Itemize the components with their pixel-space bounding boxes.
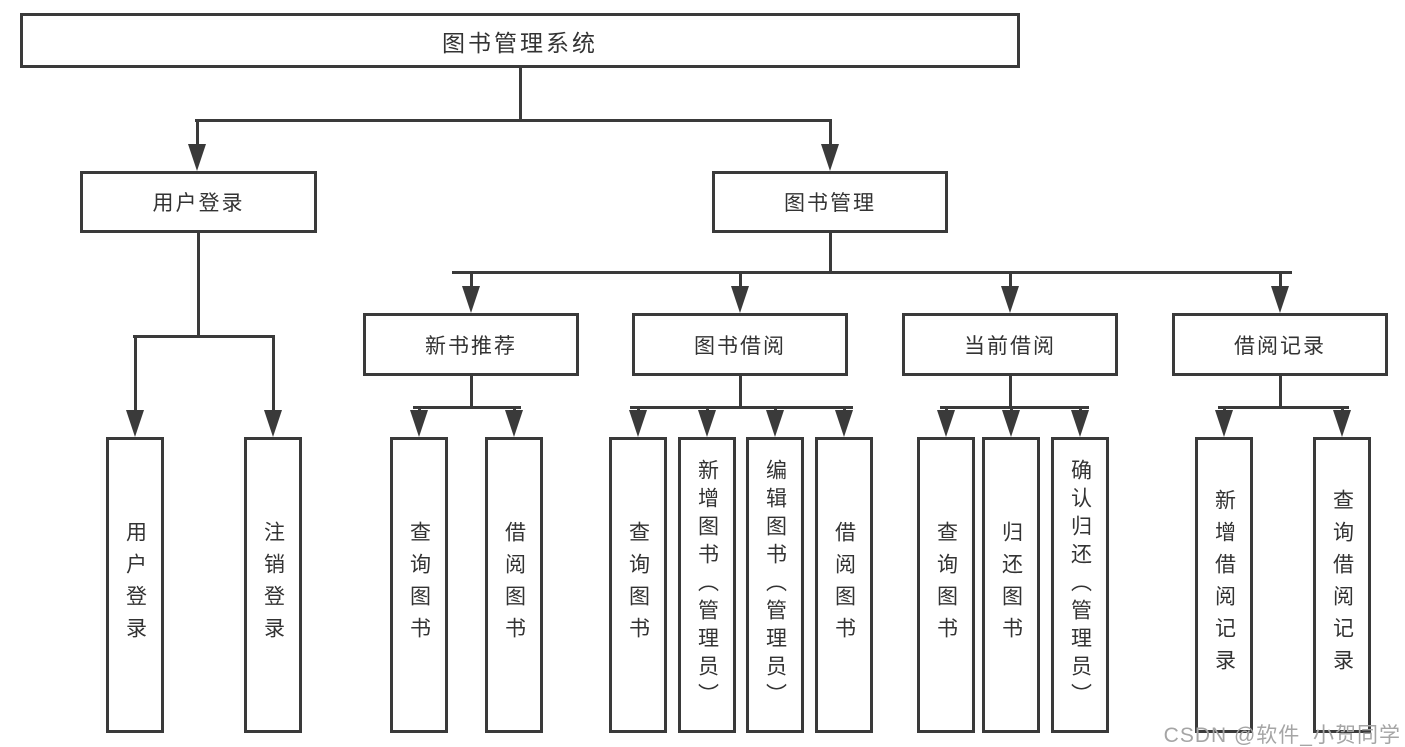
- connector-line: [739, 271, 742, 293]
- leaf-query-borrow-record: 查询借阅记录: [1313, 437, 1371, 733]
- connector-line: [829, 233, 832, 274]
- leaf-confirm-return-admin-label: 确认归还（管理员）: [1068, 459, 1092, 711]
- leaf-borrow-query-books-label: 查询图书: [626, 521, 650, 649]
- leaf-recommend-query-books-label: 查询图书: [407, 521, 431, 649]
- leaf-user-login: 用户登录: [106, 437, 164, 733]
- connector-line: [272, 335, 275, 415]
- connector-line: [413, 406, 521, 409]
- connector-line: [519, 67, 522, 121]
- connector-line: [133, 335, 275, 338]
- leaf-recommend-query-books: 查询图书: [390, 437, 448, 733]
- node-book-borrow-label: 图书借阅: [694, 334, 786, 358]
- node-current-borrow-label: 当前借阅: [964, 334, 1056, 358]
- connector-line: [1009, 271, 1012, 293]
- connector-line: [829, 119, 832, 149]
- connector-line: [1279, 271, 1282, 293]
- arrowhead-down: [629, 410, 647, 437]
- leaf-confirm-return-admin: 确认归还（管理员）: [1051, 437, 1109, 733]
- leaf-user-login-label: 用户登录: [123, 521, 147, 649]
- leaf-borrow-books: 借阅图书: [815, 437, 873, 733]
- arrowhead-down: [1071, 410, 1089, 437]
- leaf-recommend-borrow-books: 借阅图书: [485, 437, 543, 733]
- leaf-edit-books-admin: 编辑图书（管理员）: [746, 437, 804, 733]
- arrowhead-down: [1001, 286, 1019, 313]
- arrowhead-down: [505, 410, 523, 437]
- connector-line: [1009, 376, 1012, 409]
- connector-line: [196, 119, 199, 149]
- leaf-borrow-books-label: 借阅图书: [832, 521, 856, 649]
- leaf-borrow-query-books: 查询图书: [609, 437, 667, 733]
- leaf-query-borrow-record-label: 查询借阅记录: [1330, 489, 1354, 681]
- arrowhead-down: [1271, 286, 1289, 313]
- connector-line: [739, 376, 742, 409]
- arrowhead-down: [821, 144, 839, 171]
- arrowhead-down: [410, 410, 428, 437]
- arrowhead-down: [766, 410, 784, 437]
- connector-line: [940, 406, 1089, 409]
- connector-line: [470, 376, 473, 409]
- leaf-current-query-books-label: 查询图书: [934, 521, 958, 649]
- arrowhead-down: [1215, 410, 1233, 437]
- connector-line: [630, 406, 853, 409]
- arrowhead-down: [1333, 410, 1351, 437]
- arrowhead-down: [835, 410, 853, 437]
- node-user-login: 用户登录: [80, 171, 317, 233]
- node-current-borrow: 当前借阅: [902, 313, 1118, 376]
- arrowhead-down: [731, 286, 749, 313]
- node-book-management: 图书管理: [712, 171, 948, 233]
- watermark: CSDN @软件_小贺同学: [1163, 724, 1401, 747]
- arrowhead-down: [126, 410, 144, 437]
- leaf-return-books-label: 归还图书: [999, 521, 1023, 649]
- arrowhead-down: [462, 286, 480, 313]
- node-borrow-records-label: 借阅记录: [1234, 334, 1326, 358]
- node-book-borrow: 图书借阅: [632, 313, 848, 376]
- leaf-recommend-borrow-books-label: 借阅图书: [502, 521, 526, 649]
- arrowhead-down: [1002, 410, 1020, 437]
- node-library-system-label: 图书管理系统: [442, 29, 598, 56]
- connector-line: [134, 335, 137, 415]
- node-library-system: 图书管理系统: [20, 13, 1020, 68]
- leaf-add-borrow-record: 新增借阅记录: [1195, 437, 1253, 733]
- leaf-return-books: 归还图书: [982, 437, 1040, 733]
- connector-line: [1279, 376, 1282, 409]
- node-user-login-label: 用户登录: [152, 192, 245, 215]
- connector-line: [1218, 406, 1349, 409]
- connector-line: [452, 271, 1292, 274]
- leaf-logout: 注销登录: [244, 437, 302, 733]
- connector-line: [470, 271, 473, 293]
- arrowhead-down: [188, 144, 206, 171]
- node-new-book-recommend: 新书推荐: [363, 313, 579, 376]
- node-borrow-records: 借阅记录: [1172, 313, 1388, 376]
- node-book-management-label: 图书管理: [784, 192, 876, 215]
- leaf-add-borrow-record-label: 新增借阅记录: [1212, 489, 1236, 681]
- node-new-book-recommend-label: 新书推荐: [425, 334, 517, 358]
- leaf-logout-label: 注销登录: [261, 521, 285, 649]
- connector-line: [197, 233, 200, 338]
- arrowhead-down: [698, 410, 716, 437]
- leaf-edit-books-admin-label: 编辑图书（管理员）: [763, 459, 787, 711]
- leaf-current-query-books: 查询图书: [917, 437, 975, 733]
- leaf-add-books-admin: 新增图书（管理员）: [678, 437, 736, 733]
- arrowhead-down: [937, 410, 955, 437]
- connector-line: [195, 119, 832, 122]
- leaf-add-books-admin-label: 新增图书（管理员）: [695, 459, 719, 711]
- arrowhead-down: [264, 410, 282, 437]
